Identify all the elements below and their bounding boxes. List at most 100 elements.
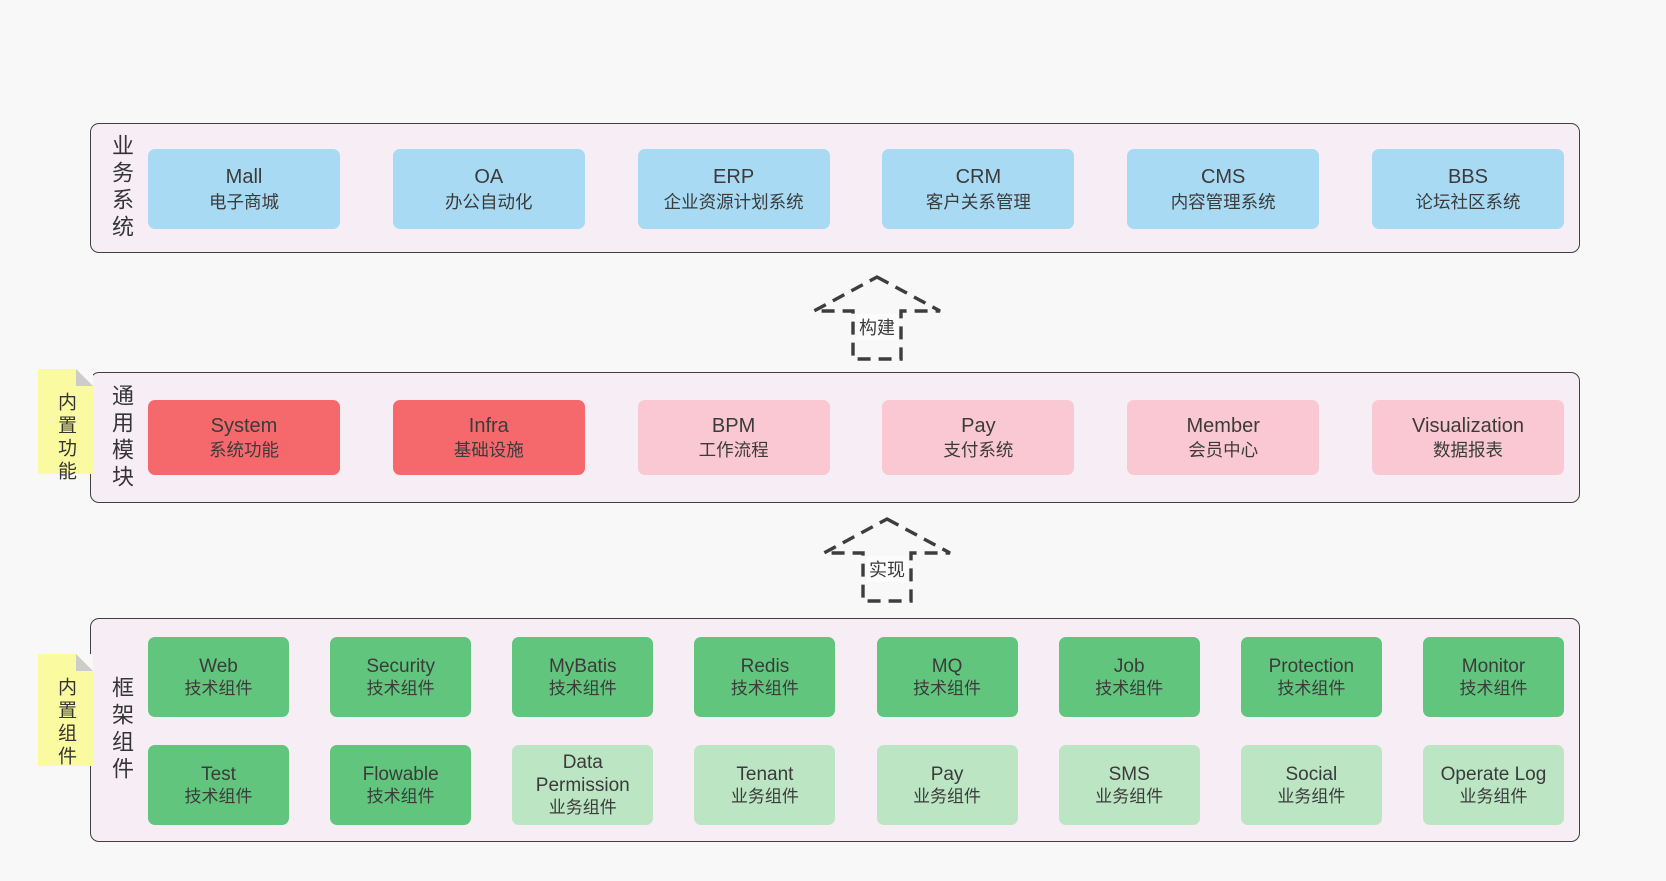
box-title: Visualization bbox=[1412, 414, 1524, 437]
box-subtitle: 支付系统 bbox=[943, 440, 1014, 461]
box-title: BBS bbox=[1447, 166, 1488, 189]
box-cms: CMS 内容管理系统 bbox=[1127, 149, 1320, 229]
box-subtitle: 技术组件 bbox=[184, 678, 253, 698]
arrow-build-label: 构建 bbox=[856, 314, 898, 340]
arrow-build: 构建 bbox=[812, 275, 942, 361]
box-test: Test 技术组件 bbox=[148, 745, 289, 825]
box-title: Pay bbox=[930, 763, 964, 785]
box-title: BPM bbox=[711, 414, 756, 437]
box-title: Protection bbox=[1268, 655, 1355, 677]
common-modules-layer: 通用模块 System 系统功能 Infra 基础设施 BPM 工作流程 Pay… bbox=[90, 372, 1580, 503]
box-subtitle: 内容管理系统 bbox=[1170, 191, 1276, 212]
box-title: Data Permission bbox=[535, 751, 630, 797]
box-crm: CRM 客户关系管理 bbox=[882, 149, 1075, 229]
framework-layer-label: 框架组件 bbox=[109, 676, 134, 784]
box-data-permission: Data Permission 业务组件 bbox=[512, 745, 654, 825]
box-pay-module: Pay 支付系统 bbox=[882, 400, 1075, 475]
box-subtitle: 客户关系管理 bbox=[925, 191, 1031, 212]
box-title: ERP bbox=[713, 166, 755, 189]
business-systems-layer: 业务系统 Mall 电子商城 OA 办公自动化 ERP 企业资源计划系统 CRM… bbox=[90, 123, 1580, 253]
box-subtitle: 工作流程 bbox=[698, 440, 769, 461]
box-subtitle: 基础设施 bbox=[453, 440, 524, 461]
box-subtitle: 业务组件 bbox=[913, 786, 982, 806]
box-web: Web 技术组件 bbox=[148, 637, 289, 717]
box-erp: ERP 企业资源计划系统 bbox=[637, 149, 830, 229]
arrow-implement-label: 实现 bbox=[866, 556, 908, 582]
box-title: MyBatis bbox=[548, 655, 617, 677]
note-built-in-features: 内置功能 bbox=[38, 369, 93, 484]
box-mall: Mall 电子商城 bbox=[148, 149, 340, 229]
box-subtitle: 数据报表 bbox=[1432, 440, 1503, 461]
box-subtitle: 技术组件 bbox=[366, 678, 435, 698]
box-security: Security 技术组件 bbox=[330, 637, 472, 717]
modules-boxes-row: System 系统功能 Infra 基础设施 BPM 工作流程 Pay 支付系统… bbox=[148, 400, 1564, 475]
box-system: System 系统功能 bbox=[148, 400, 340, 475]
box-subtitle: 业务组件 bbox=[1095, 786, 1164, 806]
note-text: 内置功能 bbox=[55, 392, 76, 484]
box-title: Monitor bbox=[1461, 655, 1526, 677]
box-title: Mall bbox=[225, 166, 263, 189]
framework-components-layer: 框架组件 Web 技术组件 Security 技术组件 MyBatis 技术组件… bbox=[90, 618, 1580, 842]
box-subtitle: 技术组件 bbox=[366, 786, 435, 806]
box-subtitle: 技术组件 bbox=[1277, 678, 1346, 698]
box-title: SMS bbox=[1108, 763, 1150, 785]
box-subtitle: 会员中心 bbox=[1188, 440, 1259, 461]
box-title: System bbox=[210, 414, 278, 437]
box-title: Member bbox=[1186, 414, 1260, 437]
box-subtitle: 系统功能 bbox=[209, 440, 279, 461]
box-bpm: BPM 工作流程 bbox=[637, 400, 830, 475]
box-subtitle: 技术组件 bbox=[548, 678, 617, 698]
box-pay-component: Pay 业务组件 bbox=[876, 745, 1018, 825]
framework-row-2: Test 技术组件 Flowable 技术组件 Data Permission … bbox=[148, 745, 1564, 825]
framework-row-1: Web 技术组件 Security 技术组件 MyBatis 技术组件 Redi… bbox=[148, 637, 1564, 717]
box-social: Social 业务组件 bbox=[1240, 745, 1382, 825]
box-subtitle: 业务组件 bbox=[1277, 786, 1346, 806]
box-title: Job bbox=[1113, 655, 1145, 677]
box-title: Security bbox=[366, 655, 435, 677]
box-sms: SMS 业务组件 bbox=[1058, 745, 1200, 825]
box-mq: MQ 技术组件 bbox=[876, 637, 1018, 717]
box-subtitle: 业务组件 bbox=[548, 798, 617, 818]
business-boxes-row: Mall 电子商城 OA 办公自动化 ERP 企业资源计划系统 CRM 客户关系… bbox=[148, 149, 1564, 229]
box-subtitle: 论坛社区系统 bbox=[1415, 191, 1521, 212]
box-subtitle: 办公自动化 bbox=[445, 191, 533, 212]
box-title: Redis bbox=[740, 655, 790, 677]
box-mybatis: MyBatis 技术组件 bbox=[512, 637, 654, 717]
box-subtitle: 企业资源计划系统 bbox=[663, 191, 804, 212]
box-title: MQ bbox=[931, 655, 963, 677]
box-oa: OA 办公自动化 bbox=[392, 149, 585, 229]
box-operate-log: Operate Log 业务组件 bbox=[1422, 745, 1564, 825]
note-text: 内置组件 bbox=[55, 677, 76, 769]
box-monitor: Monitor 技术组件 bbox=[1422, 637, 1564, 717]
modules-layer-label: 通用模块 bbox=[109, 383, 134, 492]
box-member: Member 会员中心 bbox=[1127, 400, 1320, 475]
box-subtitle: 业务组件 bbox=[1459, 786, 1528, 806]
box-infra: Infra 基础设施 bbox=[392, 400, 585, 475]
box-title: Social bbox=[1285, 763, 1338, 785]
box-title: CRM bbox=[955, 166, 1002, 189]
box-title: Flowable bbox=[362, 763, 439, 785]
box-title: Tenant bbox=[736, 763, 794, 785]
box-subtitle: 技术组件 bbox=[1459, 678, 1528, 698]
box-title: Pay bbox=[961, 414, 996, 437]
box-job: Job 技术组件 bbox=[1058, 637, 1200, 717]
box-title: OA bbox=[474, 166, 504, 189]
box-title: Web bbox=[199, 655, 238, 677]
box-redis: Redis 技术组件 bbox=[694, 637, 836, 717]
box-protection: Protection 技术组件 bbox=[1240, 637, 1382, 717]
box-title: CMS bbox=[1200, 166, 1246, 189]
box-flowable: Flowable 技术组件 bbox=[330, 745, 472, 825]
box-tenant: Tenant 业务组件 bbox=[694, 745, 836, 825]
box-subtitle: 技术组件 bbox=[184, 786, 253, 806]
box-subtitle: 业务组件 bbox=[730, 786, 799, 806]
box-title: Operate Log bbox=[1440, 763, 1547, 785]
business-layer-label: 业务系统 bbox=[109, 134, 134, 242]
box-subtitle: 电子商城 bbox=[209, 191, 279, 212]
box-visualization: Visualization 数据报表 bbox=[1371, 400, 1564, 475]
box-bbs: BBS 论坛社区系统 bbox=[1371, 149, 1564, 229]
box-subtitle: 技术组件 bbox=[913, 678, 982, 698]
note-built-in-components: 内置组件 bbox=[38, 654, 93, 769]
box-title: Infra bbox=[468, 414, 509, 437]
arrow-implement: 实现 bbox=[822, 517, 952, 603]
